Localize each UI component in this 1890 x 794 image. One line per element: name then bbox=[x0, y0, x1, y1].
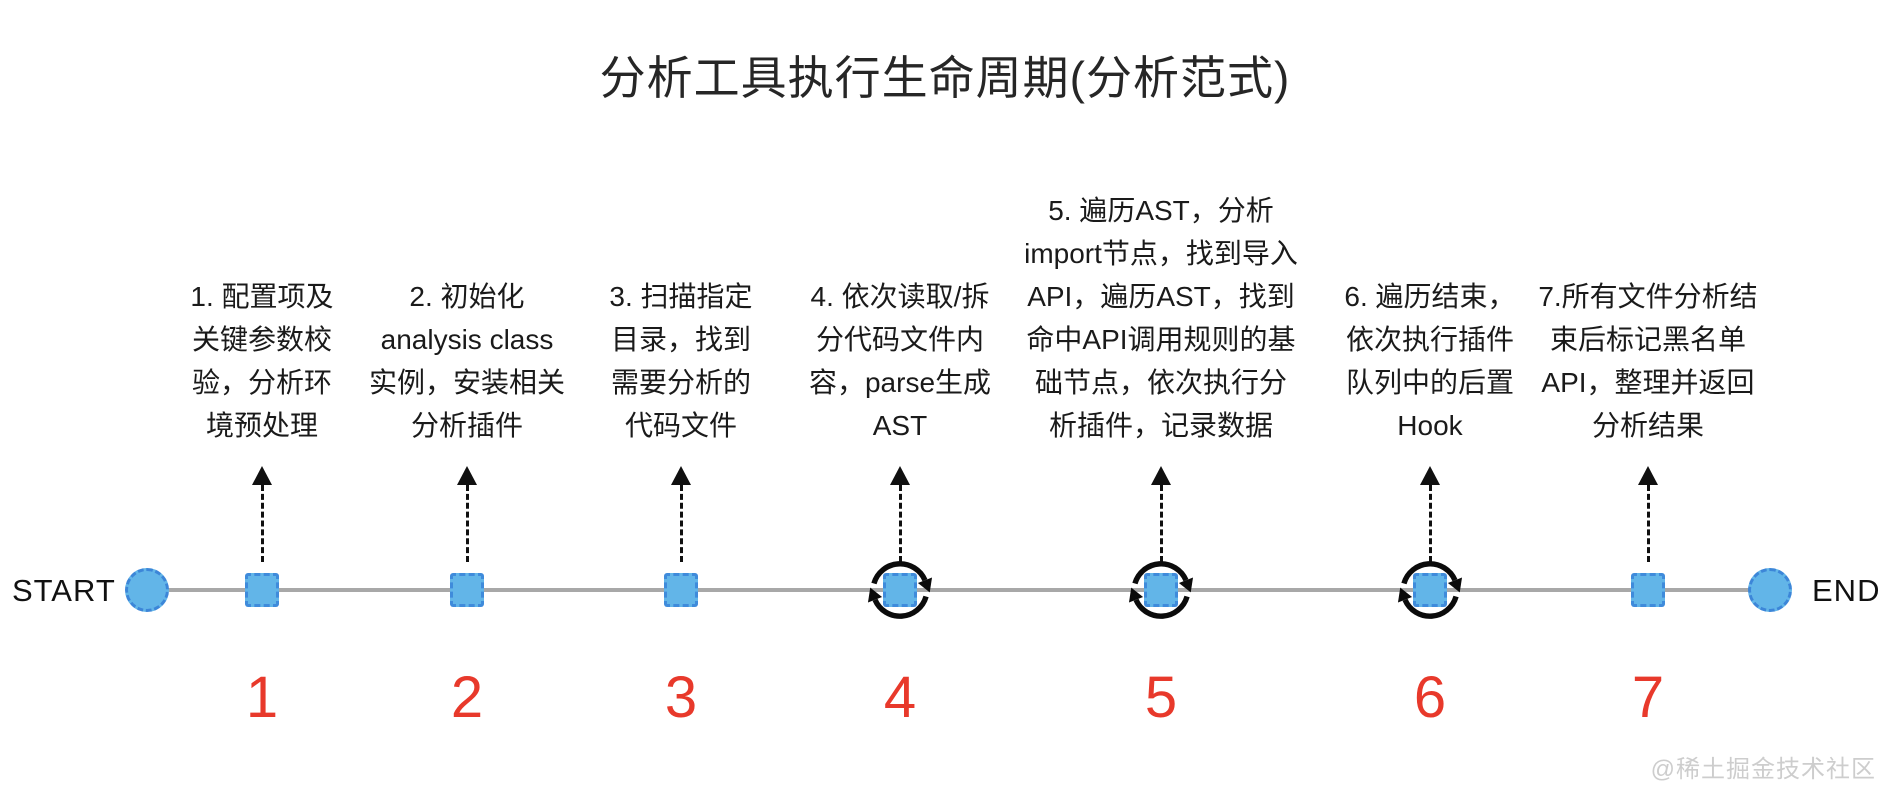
dashed-up-arrow-icon bbox=[671, 466, 691, 562]
step-number: 7 bbox=[1631, 665, 1665, 730]
timeline-node-square bbox=[1631, 573, 1665, 607]
timeline-node-square bbox=[245, 573, 279, 607]
start-circle-node bbox=[125, 568, 169, 612]
diagram-title: 分析工具执行生命周期(分析范式) bbox=[599, 52, 1291, 104]
step-number: 2 bbox=[450, 665, 484, 730]
step-number: 1 bbox=[245, 665, 279, 730]
step-description: 2. 初始化 analysis class 实例，安装相关 分析插件 bbox=[368, 281, 566, 441]
timeline-node-square bbox=[883, 573, 917, 607]
timeline-node-square bbox=[450, 573, 484, 607]
loop-arrows-icon bbox=[1128, 561, 1194, 619]
timeline-node-square bbox=[1413, 573, 1447, 607]
step-number: 3 bbox=[664, 665, 698, 730]
dashed-up-arrow-icon bbox=[890, 466, 910, 562]
dashed-up-arrow-icon bbox=[1420, 466, 1440, 562]
dashed-up-arrow-icon bbox=[1638, 466, 1658, 562]
step-description: 5. 遍历AST，分析 import节点，找到导入 API，遍历AST，找到 命… bbox=[1024, 195, 1298, 441]
timeline-end-label: END bbox=[1812, 573, 1881, 608]
step-description: 1. 配置项及 关键参数校 验，分析环 境预处理 bbox=[190, 281, 334, 441]
step-description: 3. 扫描指定 目录，找到 需要分析的 代码文件 bbox=[609, 281, 753, 441]
step-description: 4. 依次读取/拆 分代码文件内 容，parse生成 AST bbox=[808, 281, 992, 441]
timeline-line bbox=[147, 588, 1770, 592]
timeline-node-square bbox=[1144, 573, 1178, 607]
timeline-start-label: START bbox=[12, 573, 116, 608]
timeline-node-square bbox=[664, 573, 698, 607]
dashed-up-arrow-icon bbox=[1151, 466, 1171, 562]
end-circle-node bbox=[1748, 568, 1792, 612]
step-number: 4 bbox=[883, 665, 917, 730]
step-number: 6 bbox=[1413, 665, 1447, 730]
step-number: 5 bbox=[1144, 665, 1178, 730]
step-description: 6. 遍历结束， 依次执行插件 队列中的后置 Hook bbox=[1344, 281, 1516, 441]
step-description: 7.所有文件分析结 束后标记黑名单 API，整理并返回 分析结果 bbox=[1538, 281, 1758, 441]
loop-arrows-icon bbox=[1397, 561, 1463, 619]
dashed-up-arrow-icon bbox=[457, 466, 477, 562]
watermark: @稀土掘金技术社区 bbox=[1650, 756, 1876, 783]
dashed-up-arrow-icon bbox=[252, 466, 272, 562]
loop-arrows-icon bbox=[867, 561, 933, 619]
